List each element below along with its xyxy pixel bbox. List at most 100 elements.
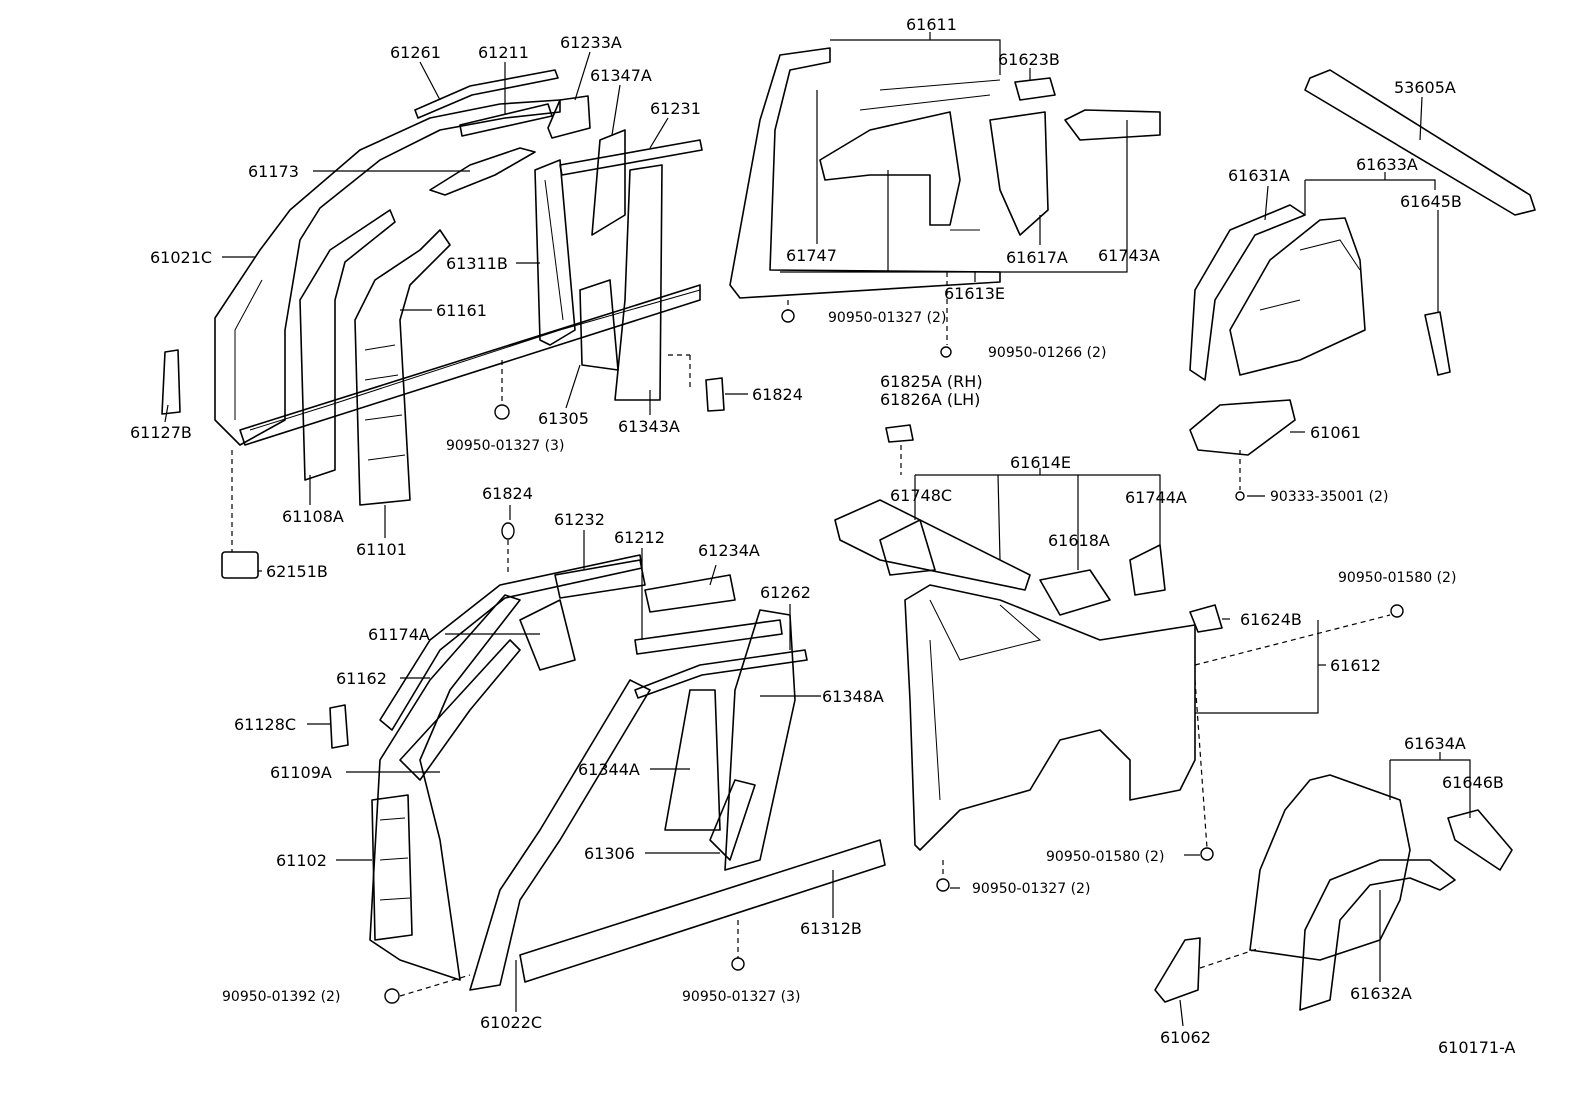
bracket-61127b-drawing: [161, 349, 181, 415]
roof-side-rail-61211-drawing: [459, 103, 553, 137]
bracket-61645b-drawing: [1424, 311, 1451, 376]
clip-90950-01266-icon: [940, 346, 952, 358]
label-53605a: 53605A: [1394, 78, 1456, 97]
leader-lines: [164, 32, 1471, 1027]
label-90950-01327-3-upper: 90950-01327 (3): [446, 438, 564, 454]
label-61128c: 61128C: [234, 715, 296, 734]
label-61108a: 61108A: [282, 507, 344, 526]
grommet-90333-35001-icon: [1235, 491, 1245, 501]
reinforcement-61234a-drawing: [644, 574, 736, 613]
pillar-reinforcement-61347a-drawing: [591, 129, 626, 236]
rail-61232-drawing: [554, 559, 646, 599]
label-61102: 61102: [276, 851, 327, 870]
panel-61102-drawing: [371, 794, 413, 941]
label-90950-01266-2: 90950-01266 (2): [988, 345, 1106, 361]
label-61631a: 61631A: [1228, 166, 1290, 185]
label-61211: 61211: [478, 43, 529, 62]
label-61633a: 61633A: [1356, 155, 1418, 174]
label-61611: 61611: [906, 15, 957, 34]
label-61623b: 61623B: [998, 50, 1060, 69]
label-90950-01580-2-lower: 90950-01580 (2): [1046, 849, 1164, 865]
bracket-61623b-drawing: [1014, 77, 1056, 101]
label-61612: 61612: [1330, 656, 1381, 675]
label-61234a: 61234A: [698, 541, 760, 560]
patch-61825a-drawing: [885, 424, 914, 443]
nut-90950-01327-icon: [494, 404, 510, 420]
sill-61312b-drawing: [519, 839, 886, 983]
label-90333-35001-2: 90333-35001 (2): [1270, 489, 1388, 505]
patch-61824-drawing: [705, 377, 725, 412]
bracket-61128c-drawing: [329, 704, 349, 749]
label-61061: 61061: [1310, 423, 1361, 442]
wheelhouse-inner-61631a-drawing: [1189, 204, 1306, 381]
label-61343a: 61343A: [618, 417, 680, 436]
wheelhouse-inner-61632a-drawing: [1299, 859, 1456, 1011]
upper-right-assembly: [1189, 69, 1536, 501]
rocker-panel-drawing: [239, 284, 701, 446]
label-61826a-lh: 61826A (LH): [880, 390, 980, 409]
bracket-61618a-drawing: [1039, 569, 1111, 616]
label-61306: 61306: [584, 844, 635, 863]
plug-61824-icon: [501, 522, 515, 540]
label-61747: 61747: [786, 246, 837, 265]
bracket-61233a-drawing: [547, 95, 591, 139]
wheelhouse-61633a-drawing: [1229, 217, 1366, 376]
rail-61212-drawing: [634, 619, 783, 655]
label-61174a: 61174A: [368, 625, 430, 644]
label-90950-01392-2: 90950-01392 (2): [222, 989, 340, 1005]
label-61632a: 61632A: [1350, 984, 1412, 1003]
lower-center-assembly: [834, 424, 1404, 892]
quarter-panel-61612-drawing: [904, 584, 1196, 851]
label-61261: 61261: [390, 43, 441, 62]
nut-90950-01327-icon-3: [731, 957, 745, 971]
front-pillar-61101-drawing: [354, 229, 451, 506]
wheelhouse-61613e-drawing: [819, 111, 961, 226]
label-61645b: 61645B: [1400, 192, 1462, 211]
roof-drip-61261-drawing: [414, 69, 559, 119]
quarter-inner-61611-drawing: [729, 47, 1001, 299]
label-90950-01327-2-lower: 90950-01327 (2): [972, 881, 1090, 897]
panel-61617a-drawing: [989, 111, 1049, 236]
label-90950-01327-2-upper: 90950-01327 (2): [828, 310, 946, 326]
label-61127b: 61127B: [130, 423, 192, 442]
bracket-61061-drawing: [1189, 399, 1296, 456]
bracket-61743a-drawing: [1064, 109, 1161, 141]
label-61231: 61231: [650, 99, 701, 118]
pillar-61109a-drawing: [399, 639, 521, 781]
label-61634a: 61634A: [1404, 734, 1466, 753]
label-61744a: 61744A: [1125, 488, 1187, 507]
part-labels: 61261 61211 61233A 61347A 61231 61173 61…: [130, 15, 1516, 1057]
label-61232: 61232: [554, 510, 605, 529]
label-90950-01327-3-lower: 90950-01327 (3): [682, 989, 800, 1005]
bracket-61748c-drawing: [879, 519, 936, 576]
rocker-inner-drawing: [469, 679, 651, 991]
center-pillar-61311b-drawing: [534, 159, 576, 346]
bracket-61646b-drawing: [1447, 809, 1513, 871]
bracket-61062-drawing: [1154, 937, 1201, 1003]
label-61348a: 61348A: [822, 687, 884, 706]
lower-right-assembly: [1154, 774, 1513, 1011]
label-61233a: 61233A: [560, 33, 622, 52]
label-61825a-rh: 61825A (RH): [880, 372, 983, 391]
label-61613e: 61613E: [944, 284, 1005, 303]
drip-61262-drawing: [634, 649, 808, 699]
label-61646b: 61646B: [1442, 773, 1504, 792]
label-62151b: 62151B: [266, 562, 328, 581]
front-pillar-inner-61022c-drawing: [369, 594, 521, 981]
bracket-61306-drawing: [709, 779, 756, 861]
label-61262: 61262: [760, 583, 811, 602]
upper-center-assembly: [729, 47, 1161, 358]
label-61305: 61305: [538, 409, 589, 428]
label-61212: 61212: [614, 528, 665, 547]
plug-90950-01392-icon: [384, 988, 400, 1004]
label-61618a: 61618A: [1048, 531, 1110, 550]
bracket-61744a-drawing: [1129, 544, 1166, 596]
front-pillar-inner-61108a-drawing: [299, 209, 396, 481]
label-61022c: 61022C: [480, 1013, 542, 1032]
wheelhouse-outer-61634a-drawing: [1249, 774, 1411, 961]
label-61062: 61062: [1160, 1028, 1211, 1047]
label-61311b: 61311B: [446, 254, 508, 273]
label-61624b: 61624B: [1240, 610, 1302, 629]
upper-left-assembly: [161, 69, 725, 579]
